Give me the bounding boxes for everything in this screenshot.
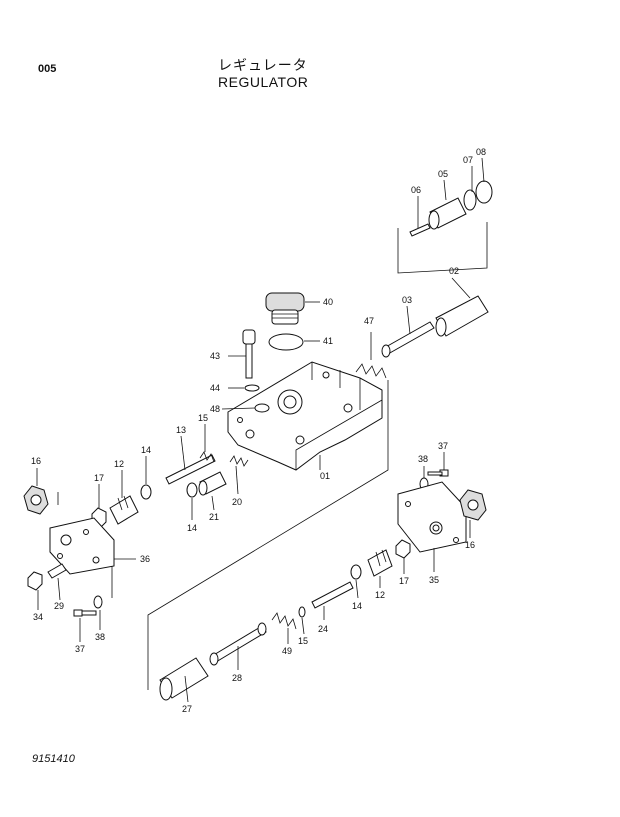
spool-03	[381, 305, 435, 358]
cover-plate-36	[49, 517, 136, 575]
label-16-right: 16	[465, 540, 475, 550]
label-48: 48	[210, 404, 220, 414]
ring-07	[463, 189, 477, 211]
label-38-right: 38	[418, 454, 428, 464]
drawing-number: 9151410	[32, 753, 75, 765]
adjust-screw-24	[311, 581, 354, 620]
sleeve-02	[435, 277, 489, 337]
label-14-lower: 14	[187, 523, 197, 533]
label-29: 29	[54, 601, 64, 611]
spring-47	[355, 363, 387, 379]
washer-44	[244, 384, 260, 392]
label-05: 05	[438, 169, 448, 179]
ring-08	[475, 180, 493, 204]
label-14-right: 14	[352, 601, 362, 611]
label-16-left: 16	[31, 456, 41, 466]
spring-15-upper	[199, 451, 215, 463]
nut-34	[27, 571, 43, 610]
bolt-37-right	[427, 452, 449, 477]
spring-20	[229, 455, 249, 467]
label-17-left: 17	[94, 473, 104, 483]
label-37-right: 37	[438, 441, 448, 451]
label-38-left: 38	[95, 632, 105, 642]
label-27: 27	[182, 704, 192, 714]
top-group-frame	[397, 222, 488, 274]
label-12-right: 12	[375, 590, 385, 600]
valve-body-01	[227, 361, 383, 471]
title-english: REGULATOR	[218, 74, 309, 90]
bolt-43	[228, 329, 256, 379]
cover-nut-16-left	[23, 468, 49, 515]
label-40: 40	[323, 297, 333, 307]
adjust-screw-13	[165, 435, 216, 485]
o-ring-14-right	[350, 564, 362, 580]
label-06: 06	[411, 185, 421, 195]
o-ring-14-lower	[186, 482, 198, 498]
pin-06	[409, 196, 431, 237]
nut-17-right	[395, 539, 411, 574]
set-screw-29	[47, 563, 67, 601]
label-02: 02	[449, 266, 459, 276]
part-labels: 01 02 03 05 06 07 08 12 12 13 14 14 14 1…	[31, 147, 486, 714]
label-08: 08	[476, 147, 486, 157]
spring-49	[271, 612, 297, 630]
cap-21	[198, 471, 227, 511]
ring-15-lower	[298, 606, 306, 618]
label-17-right: 17	[399, 576, 409, 586]
label-01: 01	[320, 471, 330, 481]
label-44: 44	[210, 383, 220, 393]
sleeve-27	[159, 657, 209, 703]
label-28: 28	[232, 673, 242, 683]
cover-nut-16-right	[459, 489, 487, 538]
bolt-37-left	[73, 609, 97, 642]
label-43: 43	[210, 351, 220, 361]
label-13: 13	[176, 425, 186, 435]
label-47: 47	[364, 316, 374, 326]
piston-05	[428, 179, 467, 230]
label-49: 49	[282, 646, 292, 656]
label-07: 07	[463, 155, 473, 165]
title-japanese: レギュレータ	[218, 57, 308, 73]
cover-plate-35	[397, 481, 467, 572]
label-14-left: 14	[141, 445, 151, 455]
label-12-left: 12	[114, 459, 124, 469]
plug-40	[265, 292, 320, 325]
label-20: 20	[232, 497, 242, 507]
lower-group-frame	[147, 380, 389, 690]
lock-nut-12-left	[109, 470, 139, 525]
label-03: 03	[402, 295, 412, 305]
label-24: 24	[318, 624, 328, 634]
page-code: 005	[38, 63, 57, 75]
label-21: 21	[209, 512, 219, 522]
label-35: 35	[429, 575, 439, 585]
ring-48	[254, 403, 270, 413]
label-36: 36	[140, 554, 150, 564]
spool-28	[209, 622, 267, 670]
label-15-upper: 15	[198, 413, 208, 423]
label-41: 41	[323, 336, 333, 346]
o-ring-14-left	[140, 484, 152, 500]
washer-38-left	[93, 595, 103, 630]
label-37-left: 37	[75, 644, 85, 654]
o-ring-41	[268, 333, 304, 351]
lock-nut-12-right	[367, 549, 393, 588]
label-15-lower: 15	[298, 636, 308, 646]
label-34: 34	[33, 612, 43, 622]
